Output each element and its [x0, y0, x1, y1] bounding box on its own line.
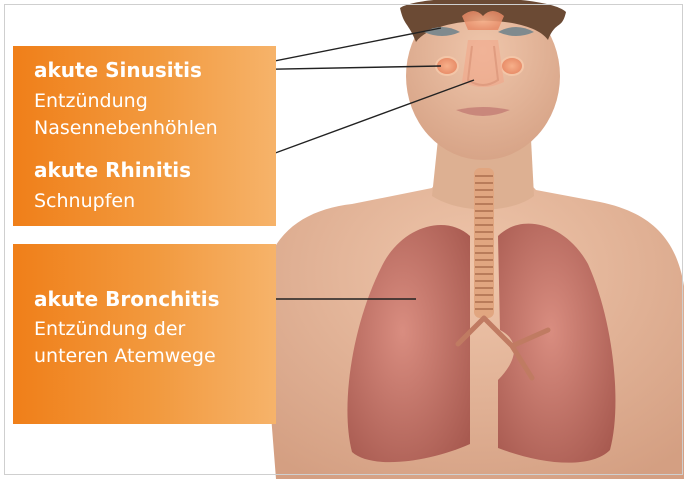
figure-frame	[4, 4, 683, 475]
